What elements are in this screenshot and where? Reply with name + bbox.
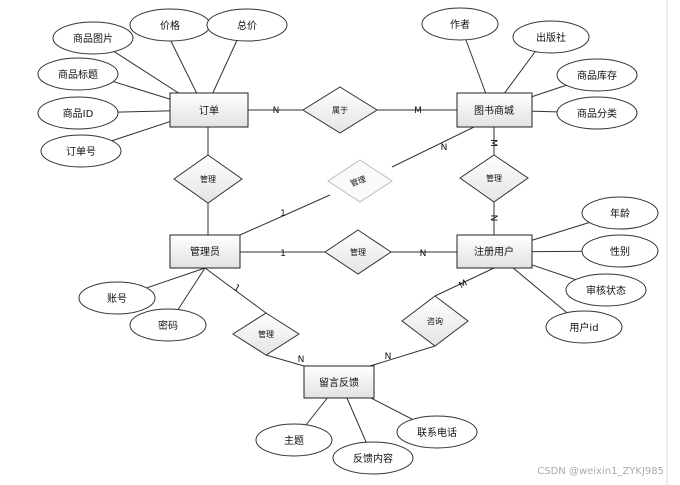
- card-user-consult: M: [458, 279, 470, 292]
- rel-manage-feedback-shape: [232, 312, 300, 356]
- attr-category: 商品分类: [577, 107, 617, 120]
- relationship-diamonds: [173, 86, 529, 356]
- card-admin-faded: 1: [280, 209, 286, 219]
- attr-product-image: 商品图片: [73, 32, 113, 45]
- attr-review-status: 审核状态: [586, 284, 626, 297]
- attr-feedback-content: 反馈内容: [353, 452, 393, 465]
- card-admin-manage-user: 1: [280, 249, 286, 259]
- rel-manage-order-shape: [173, 154, 243, 204]
- attr-price: 价格: [160, 19, 180, 32]
- attr-user-id: 用户id: [569, 321, 598, 334]
- card-manage-user-user: N: [420, 249, 427, 259]
- watermark-text: CSDN @weixin1_ZYKJ985: [537, 466, 664, 477]
- entity-admin-label: 管理员: [190, 245, 220, 258]
- card-manage-fb: N: [298, 355, 305, 365]
- attr-subject: 主题: [284, 435, 304, 447]
- attr-contact-phone: 联系电话: [417, 426, 457, 439]
- attr-product-id: 商品ID: [63, 107, 94, 120]
- entity-boxes: [169, 92, 533, 399]
- attr-author: 作者: [450, 19, 470, 31]
- rel-manage-user-label: 管理: [350, 247, 366, 257]
- entity-store-label: 图书商城: [474, 104, 514, 117]
- card-belongs-store: M: [414, 106, 422, 116]
- attr-order-number: 订单号: [66, 146, 96, 158]
- entity-order-box: [169, 92, 249, 128]
- attr-age: 年龄: [610, 207, 630, 220]
- rel-manage-store-label: 管理: [486, 173, 502, 183]
- attribute-ellipses: [37, 7, 659, 475]
- rel-manage-user-shape: [324, 229, 392, 275]
- rel-belongs-label: 属于: [332, 106, 348, 115]
- attr-gender: 性别: [610, 245, 630, 258]
- entity-user-label: 注册用户: [474, 245, 514, 258]
- card-store-manage: M: [488, 139, 498, 147]
- attr-account: 账号: [107, 293, 127, 305]
- attr-password: 密码: [158, 319, 178, 332]
- entity-admin-box: [169, 234, 241, 269]
- entity-feedback-box: [303, 365, 375, 399]
- rel-consult-shape: [401, 295, 469, 347]
- rel-manage-store-shape: [459, 154, 529, 203]
- entity-order-label: 订单: [199, 105, 219, 117]
- rel-belongs-shape: [302, 86, 378, 134]
- attr-stock: 商品库存: [577, 69, 617, 82]
- relationship-labels: 属于 管理 管理 管理 管理 咨询 管理: [200, 106, 502, 339]
- rel-manage-faded-shape: [327, 159, 393, 203]
- attribute-labels: 商品图片 价格 总价 商品标题 商品ID 订单号 作者 出版社 商品库存 商品分…: [58, 19, 630, 465]
- attr-publisher: 出版社: [536, 31, 566, 44]
- attr-product-title: 商品标题: [58, 68, 98, 81]
- rel-consult-label: 咨询: [427, 316, 443, 326]
- attr-total-price: 总价: [237, 19, 257, 32]
- entity-labels: 订单 图书商城 管理员 注册用户 留言反馈: [190, 104, 514, 389]
- entity-user-box: [456, 234, 533, 269]
- entity-feedback-label: 留言反馈: [319, 376, 359, 389]
- card-admin-manage-fb: 1: [232, 283, 242, 295]
- cardinality-labels: N M M N 1 N 1 N 1 N M N: [232, 106, 498, 365]
- entity-store-box: [456, 92, 533, 128]
- card-consult-fb: N: [385, 352, 392, 362]
- card-manage-user: N: [488, 215, 498, 222]
- card-order-belongs: N: [273, 106, 280, 116]
- rel-manage-order-label: 管理: [200, 174, 216, 184]
- card-faded-store: N: [441, 143, 448, 153]
- rel-manage-feedback-label: 管理: [258, 329, 274, 339]
